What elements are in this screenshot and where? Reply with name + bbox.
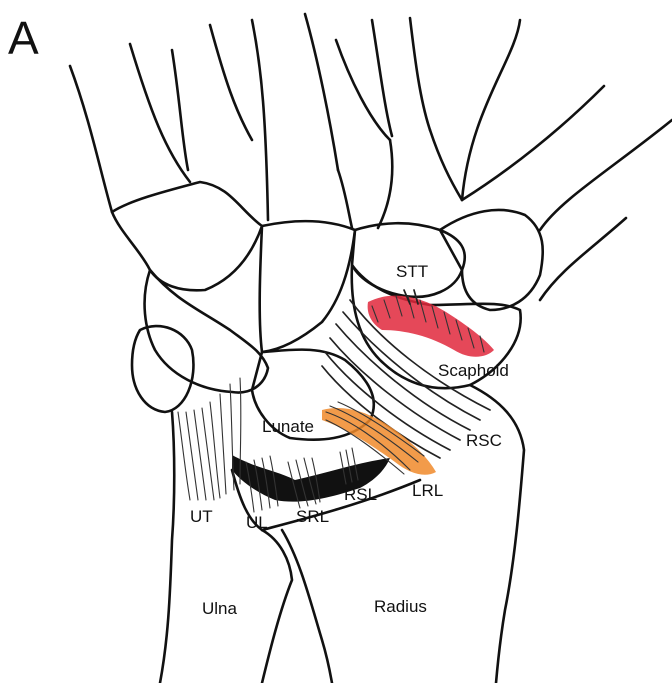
label-radius: Radius — [374, 597, 427, 616]
label-ul: UL — [246, 513, 268, 532]
label-ulna: Ulna — [202, 599, 238, 618]
metacarpal-bones — [70, 14, 672, 300]
label-lrl: LRL — [412, 481, 443, 500]
label-lunate: Lunate — [262, 417, 314, 436]
label-stt: STT — [396, 262, 428, 281]
panel-label: A — [8, 12, 39, 64]
label-rsc: RSC — [466, 431, 502, 450]
label-srl: SRL — [296, 507, 329, 526]
label-ut: UT — [190, 507, 213, 526]
label-rsl: RSL — [344, 485, 377, 504]
stt-ligament — [368, 290, 494, 357]
anatomical-labels: STT Scaphoid Lunate RSC LRL RSL SRL UT U… — [190, 262, 509, 618]
ut-ligament — [178, 378, 241, 500]
label-scaphoid: Scaphoid — [438, 361, 509, 380]
carpal-bones — [112, 182, 543, 440]
